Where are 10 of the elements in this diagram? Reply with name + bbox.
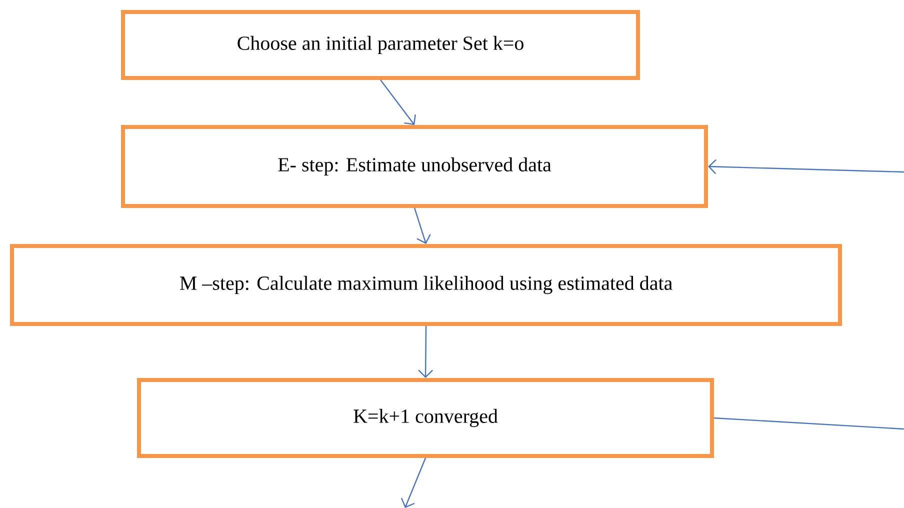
process-box: E- step: Estimate unobserved data <box>121 125 708 208</box>
arrow <box>414 208 431 244</box>
process-box: K=k+1 converged <box>137 378 714 458</box>
connector-line <box>714 417 904 430</box>
process-box: Choose an initial parameter Set k=o <box>121 10 640 80</box>
arrow <box>400 458 426 508</box>
process-box: M –step: Calculate maximum likelihood using estimated data <box>10 244 842 326</box>
arrow <box>708 159 904 174</box>
arrow <box>418 326 433 378</box>
arrow <box>380 80 416 125</box>
